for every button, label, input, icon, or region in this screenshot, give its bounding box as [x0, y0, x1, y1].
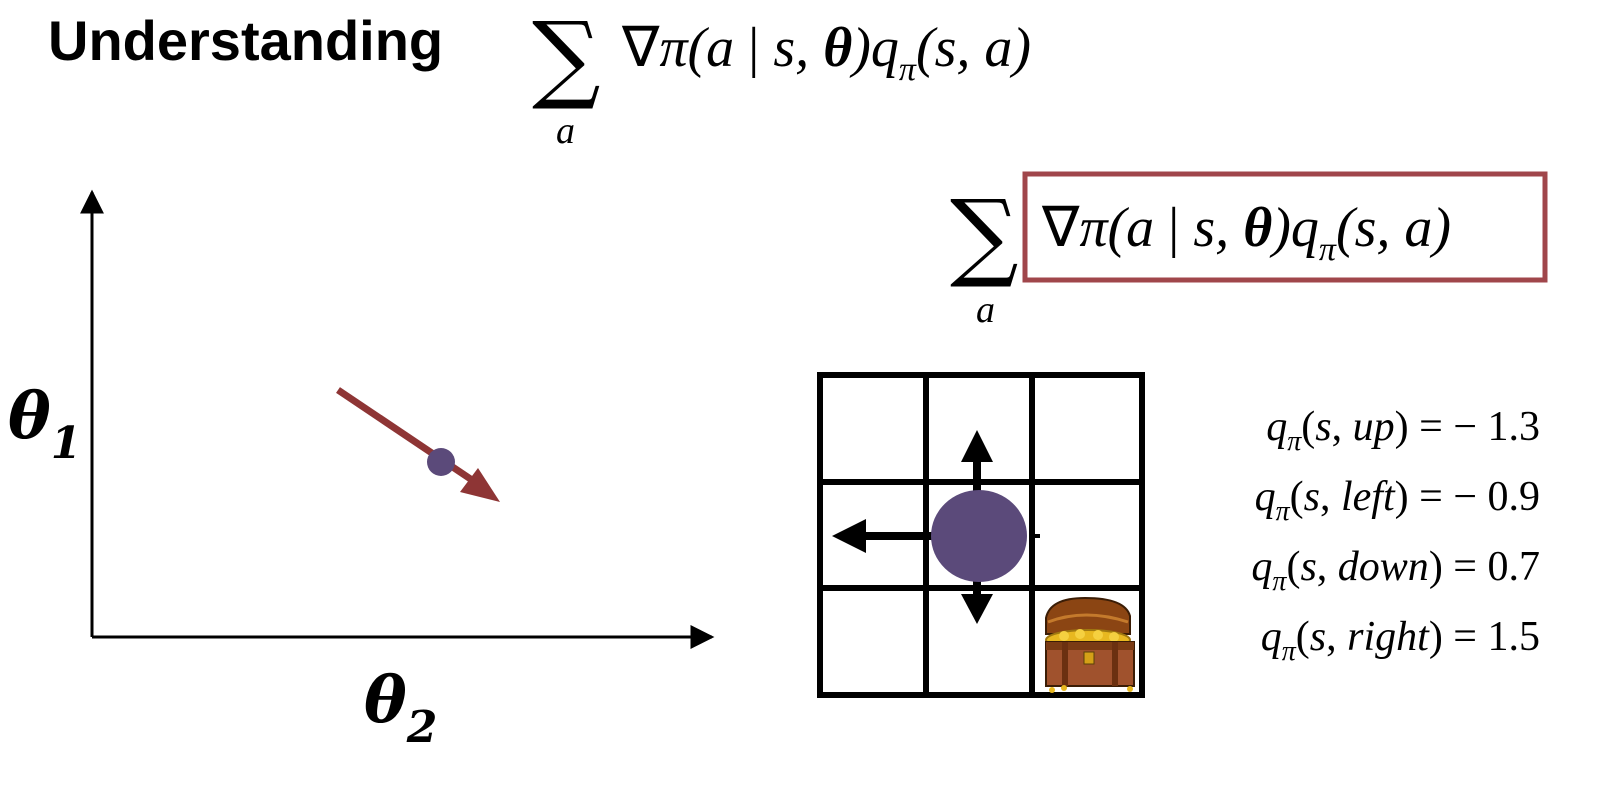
left-arrow-icon — [832, 519, 935, 553]
boxed-sum-symbol: ∑ — [950, 179, 1019, 291]
q-value-left: qπ(s, left) = − 0.9 — [1255, 474, 1540, 527]
page-title: Understanding — [48, 9, 444, 72]
parameter-point — [427, 448, 455, 476]
top-formula-body: ∇π(a | s, θ)qπ(s, a) — [621, 17, 1031, 88]
treasure-chest-icon — [1045, 596, 1135, 693]
boxed-sum-index: a — [976, 289, 995, 331]
gradient-arrow — [336, 387, 500, 502]
action-values: qπ(s, up) = − 1.3 qπ(s, left) = − 0.9 qπ… — [1251, 404, 1540, 667]
y-axis-label: θ1 — [8, 379, 81, 469]
top-sum-index: a — [556, 110, 575, 152]
boxed-formula: ∑ a ∇π(a | s, θ)qπ(s, a) — [950, 171, 1548, 331]
top-sum-symbol: ∑ — [532, 1, 601, 113]
top-formula: ∑ a ∇π(a | s, θ)qπ(s, a) — [532, 1, 1031, 152]
parameter-axes: θ1 θ2 — [8, 189, 715, 753]
boxed-formula-body: ∇π(a | s, θ)qπ(s, a) — [1041, 197, 1451, 268]
q-value-down: qπ(s, down) = 0.7 — [1251, 544, 1540, 597]
q-value-up: qπ(s, up) = − 1.3 — [1266, 404, 1540, 457]
q-value-right: qπ(s, right) = 1.5 — [1261, 614, 1540, 667]
highlight-box — [1022, 171, 1548, 283]
x-axis-label: θ2 — [364, 663, 437, 753]
agent-circle — [931, 490, 1027, 582]
